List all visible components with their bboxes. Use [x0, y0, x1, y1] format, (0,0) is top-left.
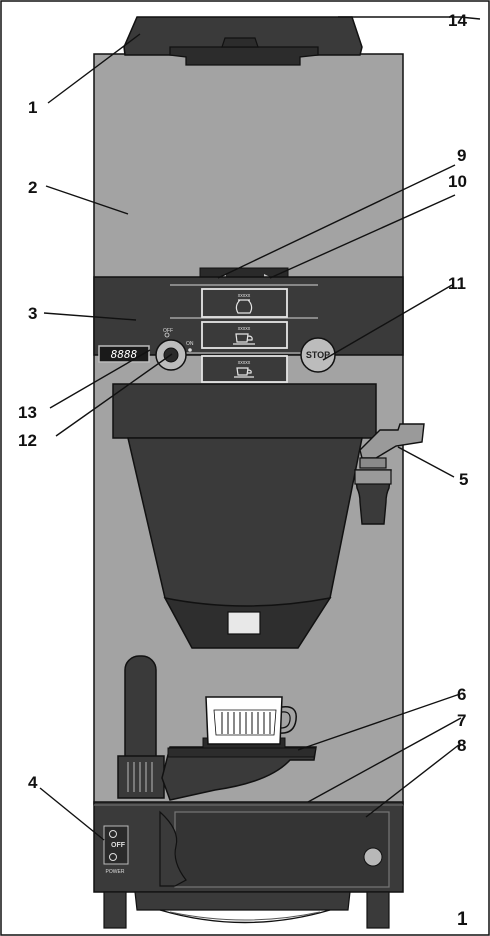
- callout-13: 13: [18, 403, 37, 422]
- switch-off-label: OFF: [163, 328, 173, 334]
- stop-button[interactable]: STOP: [300, 337, 336, 373]
- switch-on-label: ON: [186, 341, 194, 347]
- page-marker: 1: [457, 909, 468, 930]
- hot-water-tap[interactable]: [354, 423, 425, 525]
- machine-feet: [103, 891, 390, 929]
- callout-1: 1: [28, 98, 37, 117]
- drip-tray-base: [93, 801, 404, 893]
- button-cup[interactable]: xxxxx: [201, 355, 288, 383]
- callout-3: 3: [28, 304, 37, 323]
- digital-display: 8888: [98, 345, 150, 363]
- carafe-icon: [235, 299, 253, 314]
- pour-tube: [117, 655, 165, 799]
- button-caption: xxxxx: [238, 326, 251, 332]
- cup-icon: [234, 367, 254, 378]
- brew-funnel: [112, 383, 377, 649]
- callout-12: 12: [18, 431, 37, 450]
- power-switch[interactable]: [103, 825, 129, 865]
- display-text: 8888: [111, 348, 138, 361]
- button-caption: xxxxx: [238, 360, 251, 366]
- callout-7: 7: [457, 711, 466, 730]
- leader-lines: [39, 16, 481, 841]
- power-label: POWER: [106, 869, 125, 875]
- callout-11: 11: [448, 274, 466, 293]
- mug-icon: [233, 333, 255, 345]
- button-carafe[interactable]: xxxxx: [201, 288, 288, 318]
- power-off-label: OFF: [111, 842, 126, 849]
- callout-5: 5: [459, 470, 468, 489]
- callout-4: 4: [28, 773, 38, 792]
- lid: [123, 16, 363, 66]
- callout-6: 6: [457, 685, 466, 704]
- callout-8: 8: [457, 736, 466, 755]
- cup: [202, 696, 297, 749]
- callout-14: 14: [448, 11, 467, 30]
- callout-10: 10: [448, 172, 467, 191]
- cup-platform[interactable]: [161, 746, 317, 801]
- stop-label: STOP: [306, 350, 330, 360]
- button-mug[interactable]: xxxxx: [201, 321, 288, 349]
- callout-9: 9: [457, 146, 466, 165]
- button-caption: xxxxx: [238, 293, 251, 299]
- callout-2: 2: [28, 178, 37, 197]
